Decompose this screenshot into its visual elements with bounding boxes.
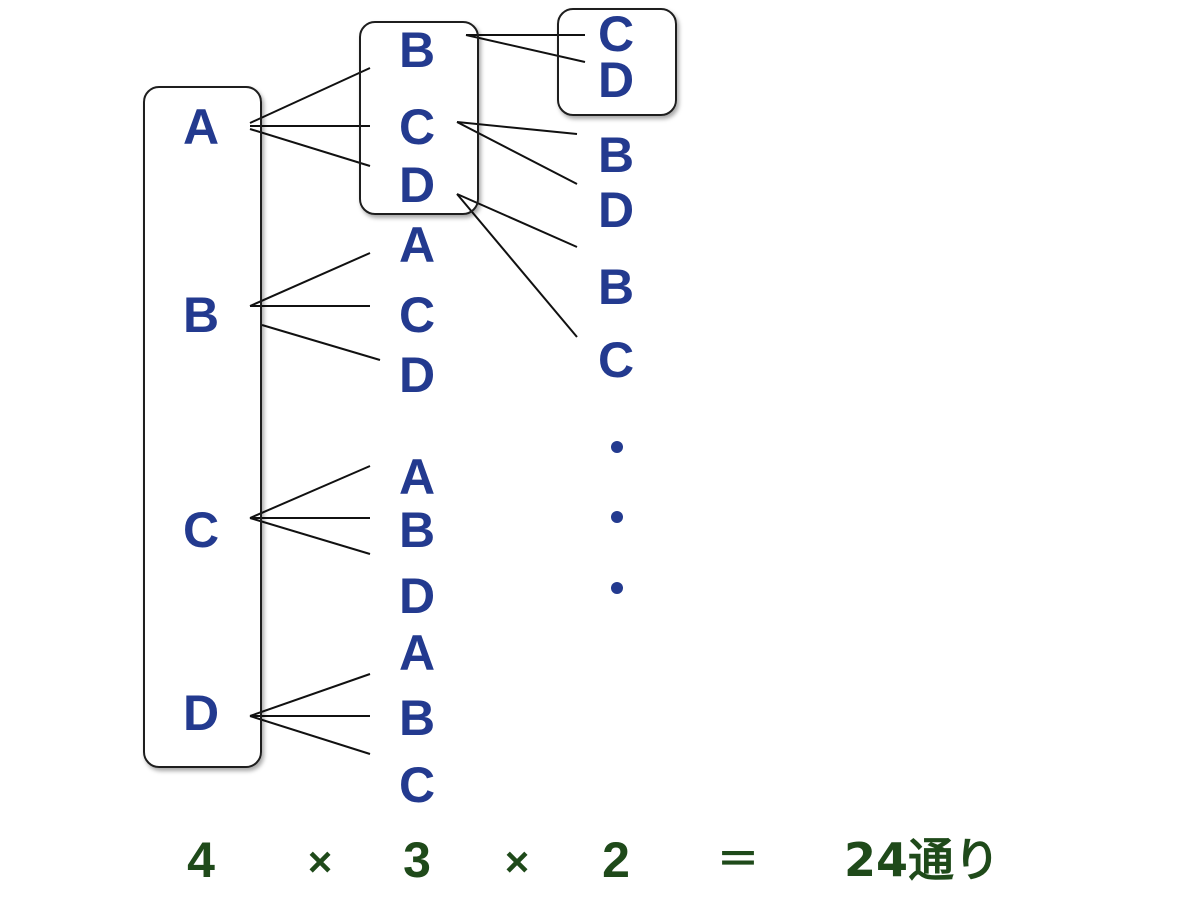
level2-node-A-D: D: [398, 157, 436, 213]
level3-node-AC-D: D: [597, 182, 635, 238]
equation-factor-2: 2: [602, 832, 630, 888]
level3-node-AB-C: C: [597, 6, 635, 62]
level2-node-C-B: B: [398, 502, 436, 558]
equation-factor-4: 4: [187, 832, 215, 888]
level1-group-box: [143, 86, 262, 768]
level2-node-B-C: C: [398, 287, 436, 343]
equation-times-2: ×: [504, 838, 530, 885]
connector-line: [249, 715, 371, 755]
ellipsis-dot: [611, 441, 623, 453]
level3-node-AD-C: C: [597, 332, 635, 388]
connector-line: [249, 252, 371, 307]
level2-node-A-B: B: [398, 22, 436, 78]
level2-node-D-C: C: [398, 757, 436, 813]
connector-line: [249, 128, 371, 167]
connector-line: [249, 517, 371, 555]
level2-node-D-A: A: [398, 625, 436, 681]
level2-group-box-A: [359, 21, 479, 215]
level2-node-C-A: A: [398, 449, 436, 505]
level3-node-AD-B: B: [597, 259, 635, 315]
level3-node-AC-B: B: [597, 127, 635, 183]
connector-line: [249, 67, 371, 124]
level2-node-B-A: A: [398, 217, 436, 273]
level1-node-D: D: [182, 685, 220, 741]
level2-node-B-D: D: [398, 347, 436, 403]
ellipsis-dot: [611, 582, 623, 594]
level2-node-A-C: C: [398, 99, 436, 155]
connector-line: [456, 193, 578, 338]
level1-node-A: A: [182, 99, 220, 155]
ellipsis-dot: [611, 511, 623, 523]
connector-line: [249, 673, 371, 717]
equation-equals: ＝: [716, 836, 760, 883]
level3-node-AB-D: D: [597, 52, 635, 108]
level3-group-box-AB: [557, 8, 677, 116]
connector-line: [249, 465, 371, 519]
connector-line: [261, 324, 381, 361]
equation-result: 24通り: [843, 833, 1001, 887]
level1-node-B: B: [182, 287, 220, 343]
connector-line: [465, 34, 586, 63]
level1-node-C: C: [182, 502, 220, 558]
level2-node-D-B: B: [398, 690, 436, 746]
equation-times-1: ×: [307, 838, 333, 885]
level2-node-C-D: D: [398, 568, 436, 624]
equation-factor-3: 3: [403, 832, 431, 888]
